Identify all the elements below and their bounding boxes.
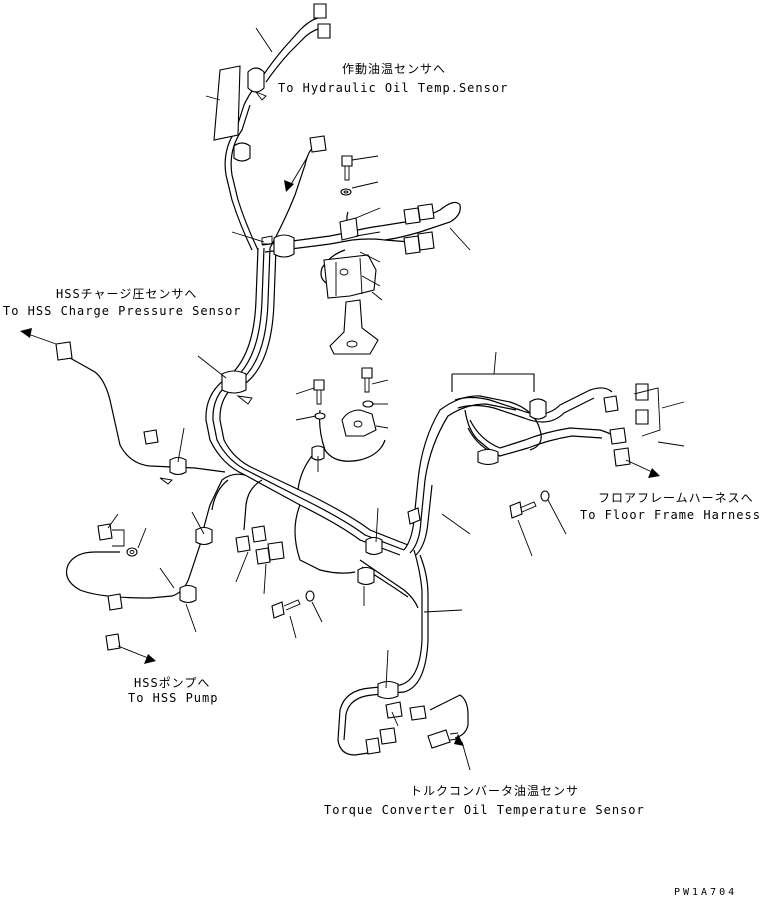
hyd-oil-temp-en-label: To Hydraulic Oil Temp.Sensor: [278, 81, 509, 95]
hss-charge-en-label: To HSS Charge Pressure Sensor: [3, 304, 242, 318]
sensor-harness-center: [297, 201, 461, 491]
bolts-washers: [126, 155, 550, 619]
brackets: [213, 65, 661, 437]
hyd-oil-temp-jp-label: 作動油温センサへ: [342, 62, 447, 76]
torque-sensor-wire: [429, 694, 469, 739]
hss-charge-jp-label: HSSチャージ圧センサへ: [56, 287, 198, 301]
floor-frame-jp-label: フロアフレームハーネスへ: [598, 491, 754, 505]
drawing-code: PW1A704: [674, 887, 738, 898]
torque-conv-jp-label: トルクコンバータ油温センサ: [410, 784, 580, 798]
hss-pump-jp-label: HSSポンプへ: [134, 676, 211, 690]
floor-frame-en-label: To Floor Frame Harness: [580, 508, 761, 522]
connectors: [55, 3, 649, 755]
harness-clamps: [159, 67, 547, 719]
hss-pump-en-label: To HSS Pump: [128, 691, 219, 705]
right-harness-branch: [337, 387, 619, 756]
arrows: [20, 155, 660, 771]
torque-conv-en-label: Torque Converter Oil Temperature Sensor: [324, 803, 645, 817]
leader-lines: [107, 27, 685, 727]
main-harness-trunk: [65, 17, 409, 599]
